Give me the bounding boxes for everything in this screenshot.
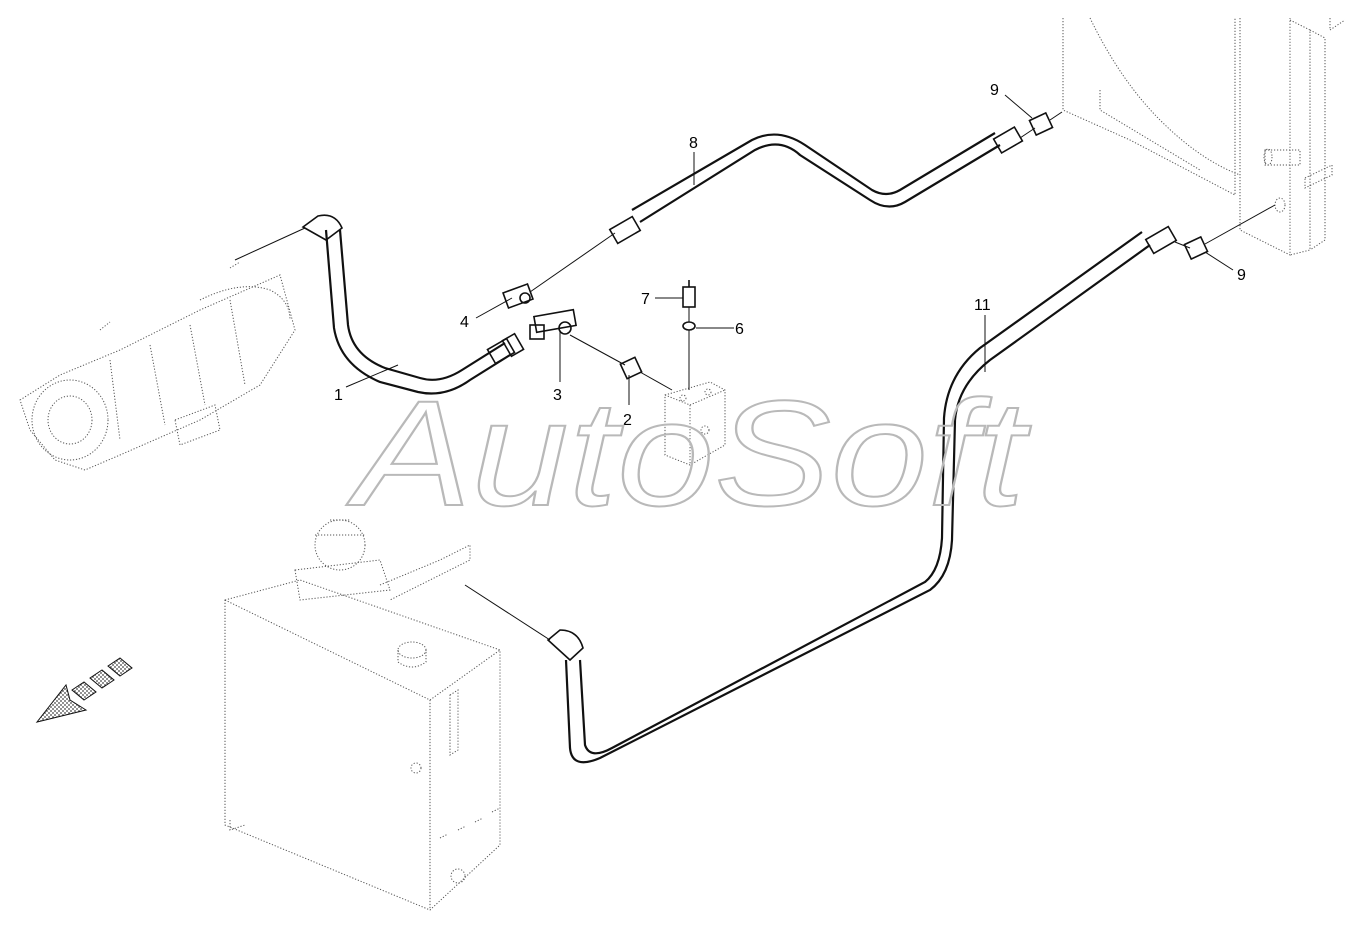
callout-8: 8 [689,135,698,152]
callout-9-upper: 9 [990,82,999,99]
adapter-2 [619,356,643,380]
watermark-text: AutoSoft [346,369,1032,537]
callout-2: 2 [623,412,632,429]
adapter-9-lower [1183,235,1209,261]
callout-7: 7 [641,291,650,308]
elbow-fitting-4 [502,283,534,309]
hydraulic-tank [224,519,501,911]
callout-9-lower: 9 [1237,267,1246,284]
tee-fitting-3 [529,308,578,340]
valve-block [664,381,726,466]
hose-11 [546,225,1178,764]
callout-4: 4 [460,314,469,331]
callout-6: 6 [735,321,744,338]
callout-leaders [345,94,1234,405]
direction-arrow-icon [35,657,133,723]
connection-lines [234,111,1276,641]
o-ring-6 [682,321,696,331]
callout-1: 1 [334,387,343,404]
hose-8 [608,125,1024,245]
sensor-7 [682,280,696,308]
callout-labels: 1 2 3 4 6 7 8 9 9 11 [334,82,1246,429]
callout-11: 11 [974,297,991,314]
radiator-assembly [1062,17,1346,256]
hose-1 [301,214,525,395]
callout-3: 3 [553,387,562,404]
adapter-9-upper [1028,111,1054,137]
pump-assembly [19,261,296,471]
